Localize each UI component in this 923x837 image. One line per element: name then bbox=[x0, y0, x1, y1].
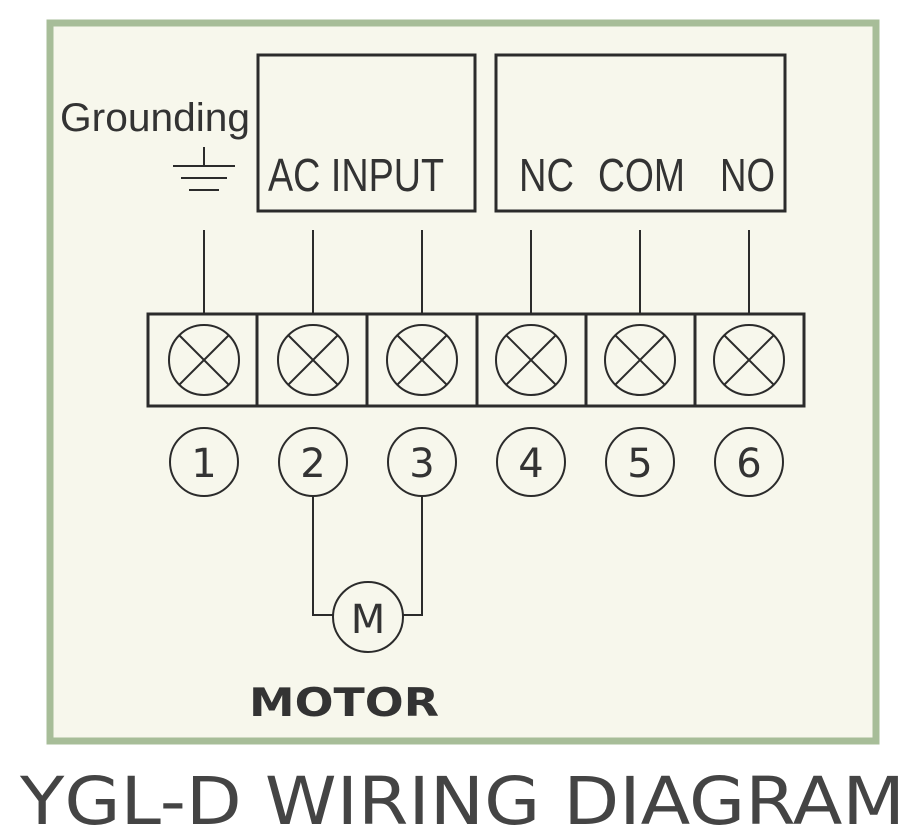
terminal-number-1-label: 1 bbox=[191, 441, 216, 487]
terminal-number-4: 4 bbox=[496, 427, 566, 497]
terminal-screw-icon bbox=[386, 324, 458, 396]
terminal-cell-6 bbox=[693, 312, 806, 408]
motor-label: MOTOR bbox=[249, 681, 439, 726]
ground-icon bbox=[173, 147, 235, 191]
terminal-number-3: 3 bbox=[387, 427, 457, 497]
diagram-frame bbox=[46, 19, 880, 745]
terminal-block bbox=[146, 312, 806, 408]
motor-wires bbox=[312, 496, 423, 616]
com-label: COM bbox=[598, 149, 685, 201]
terminal-screw-icon bbox=[604, 324, 676, 396]
terminal-screw-icon bbox=[277, 324, 349, 396]
terminal-screws bbox=[168, 324, 785, 396]
grounding-label: Grounding bbox=[60, 96, 250, 140]
motor-symbol: M bbox=[351, 597, 386, 643]
motor-icon: M bbox=[332, 581, 404, 653]
terminal-number-2-label: 2 bbox=[300, 441, 325, 487]
relay-output-box bbox=[494, 53, 787, 213]
terminal-screw-icon bbox=[168, 324, 240, 396]
no-label: NO bbox=[720, 149, 775, 201]
terminal-number-1: 1 bbox=[169, 427, 239, 497]
nc-label: NC bbox=[519, 149, 574, 201]
terminal-number-6: 6 bbox=[714, 427, 784, 497]
terminal-number-5: 5 bbox=[605, 427, 675, 497]
terminal-screw-icon bbox=[495, 324, 567, 396]
ac-input-box bbox=[256, 53, 477, 213]
ac-input-label: AC INPUT bbox=[268, 149, 444, 201]
terminal-number-6-label: 6 bbox=[736, 441, 761, 487]
terminal-number-3-label: 3 bbox=[409, 441, 434, 487]
terminal-number-4-label: 4 bbox=[518, 441, 543, 487]
diagram-title: YGL-D WIRING DIAGRAM bbox=[19, 763, 905, 837]
lead-wires bbox=[203, 230, 750, 314]
terminal-number-5-label: 5 bbox=[627, 441, 652, 487]
terminal-screw-icon bbox=[713, 324, 785, 396]
